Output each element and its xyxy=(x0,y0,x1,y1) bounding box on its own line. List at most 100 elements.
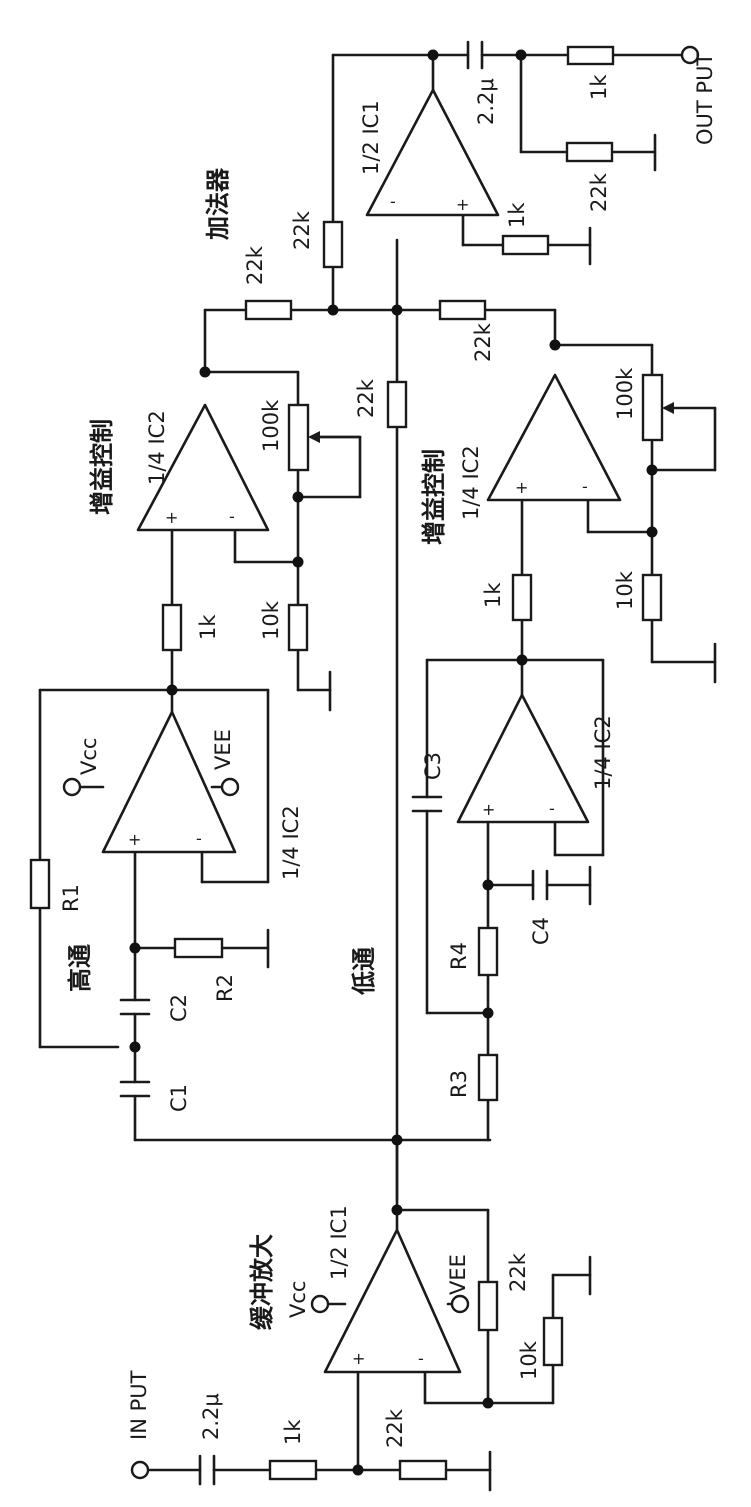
opamps: -+ +- +- +- +- +- xyxy=(101,88,622,1374)
label-r-adder-fb: 22k xyxy=(290,210,314,250)
junctions xyxy=(129,49,658,1476)
label-ic1-buffer: 1/2 IC1 xyxy=(327,1205,351,1280)
label-ic1-adder: 1/2 IC1 xyxy=(359,100,383,175)
label-ic2-gain-lo: 1/4 IC2 xyxy=(459,445,483,520)
terminals xyxy=(62,45,700,1480)
label-cap-in: 2.2μ xyxy=(199,1393,223,1440)
label-gain-control-1: 增益控制 xyxy=(88,419,116,515)
label-C4: C4 xyxy=(529,917,553,945)
label-pot-lo: 100k xyxy=(613,367,637,420)
resistor-adder-feedback xyxy=(322,220,344,269)
resistor-sum-direct xyxy=(386,380,408,429)
vcc-terminal-buffer xyxy=(310,1294,330,1314)
label-out-port: OUT PUT xyxy=(693,53,717,145)
label-cap-out: 2.2μ xyxy=(474,78,498,125)
resistor-input-series xyxy=(268,1459,318,1481)
opamp-buffer xyxy=(323,1228,462,1374)
opamp-high-pass xyxy=(101,710,237,854)
resistor-sum-lp xyxy=(438,299,487,321)
label-r-sum-hp: 22k xyxy=(243,245,267,285)
svg-text:-: - xyxy=(196,829,202,848)
label-ic2-lp: 1/4 IC2 xyxy=(591,715,615,790)
resistor-out-series xyxy=(566,45,615,66)
label-ic2-gain-hi: 1/4 IC2 xyxy=(145,410,169,485)
output-terminal xyxy=(680,45,700,65)
capacitor-C2 xyxy=(119,998,151,1016)
svg-text:+: + xyxy=(456,195,469,214)
label-r-buf-fb: 22k xyxy=(506,1252,530,1292)
grounds xyxy=(266,133,717,1492)
label-vee-buffer: VEE xyxy=(446,1254,470,1295)
capacitor-output xyxy=(466,40,484,70)
capacitor-C1 xyxy=(119,1080,151,1098)
svg-text:+: + xyxy=(128,830,141,849)
resistor-out-shunt xyxy=(565,141,614,163)
resistor-buffer-ground xyxy=(542,1316,564,1367)
label-R4: R4 xyxy=(447,942,471,970)
resistor-gain-1-input xyxy=(161,603,183,652)
label-r-buf-ground: 10k xyxy=(517,1340,541,1380)
label-r-gain-hi-ground: 10k xyxy=(259,600,283,640)
label-R1: R1 xyxy=(59,884,83,912)
label-C2: C2 xyxy=(167,994,191,1022)
label-C3: C3 xyxy=(421,752,445,780)
capacitor-C4 xyxy=(531,869,549,901)
potentiometer-gain-2 xyxy=(641,373,664,442)
label-high-pass: 高通 xyxy=(66,944,94,992)
label-r-out-series: 1k xyxy=(587,74,611,100)
label-r-in-series: 1k xyxy=(281,1419,305,1445)
capacitors xyxy=(119,40,549,1486)
opamp-adder xyxy=(365,88,500,217)
resistor-R2 xyxy=(173,937,224,959)
svg-text:-: - xyxy=(582,477,588,496)
potentiometer-gain-1 xyxy=(287,403,310,472)
resistor-gain-1-ground xyxy=(287,603,309,652)
input-terminal xyxy=(130,1460,150,1480)
label-pot-hi: 100k xyxy=(259,399,283,452)
resistor-R3 xyxy=(477,1053,499,1102)
label-in-port: IN PUT xyxy=(127,1370,151,1440)
svg-text:-: - xyxy=(418,1349,424,1368)
vcc-terminal-hp xyxy=(62,777,82,797)
label-r-adder-ground: 1k xyxy=(505,202,529,228)
label-ic2-hp: 1/4 IC2 xyxy=(279,805,303,880)
resistor-input-bias xyxy=(398,1459,448,1481)
opamp-gain-2 xyxy=(486,373,622,502)
label-C1: C1 xyxy=(167,1084,191,1112)
svg-text:+: + xyxy=(165,508,178,527)
pot-wipers xyxy=(308,402,674,443)
resistors xyxy=(29,45,664,1481)
svg-text:-: - xyxy=(549,799,555,818)
label-R2: R2 xyxy=(213,974,237,1002)
resistor-buffer-feedback xyxy=(477,1280,499,1332)
opamp-low-pass xyxy=(456,693,590,824)
svg-text:+: + xyxy=(515,478,528,497)
label-r-gain-hi-in: 1k xyxy=(196,614,220,640)
resistor-gain-2-input xyxy=(511,573,533,622)
capacitor-C3 xyxy=(411,795,443,813)
svg-text:+: + xyxy=(352,1349,365,1368)
label-gain-control-2: 增益控制 xyxy=(420,449,448,545)
label-buffer-amp: 缓冲放大 xyxy=(248,1234,276,1330)
label-low-pass: 低通 xyxy=(350,947,378,996)
resistor-adder-ground xyxy=(501,234,550,256)
opamp-gain-1 xyxy=(136,403,270,532)
label-r-out-shunt: 22k xyxy=(587,172,611,212)
resistor-R4 xyxy=(477,926,499,977)
label-adder: 加法器 xyxy=(204,167,232,240)
vee-terminal-buffer xyxy=(450,1294,470,1314)
label-r-gain-lo-in: 1k xyxy=(481,582,505,608)
label-vcc-buffer: Vcc xyxy=(286,1281,310,1318)
label-r-gain-lo-ground: 10k xyxy=(613,570,637,610)
label-vcc-hp: Vcc xyxy=(77,738,101,775)
label-R3: R3 xyxy=(447,1070,471,1098)
label-r-sum-direct: 22k xyxy=(354,378,378,418)
svg-text:-: - xyxy=(390,192,396,211)
svg-text:+: + xyxy=(482,800,495,819)
label-vee-hp: VEE xyxy=(211,729,235,770)
resistor-sum-hp xyxy=(244,299,293,321)
resistor-gain-2-ground xyxy=(641,573,663,622)
label-r-in-bias: 22k xyxy=(383,1408,407,1448)
vee-terminal-hp xyxy=(220,777,240,797)
